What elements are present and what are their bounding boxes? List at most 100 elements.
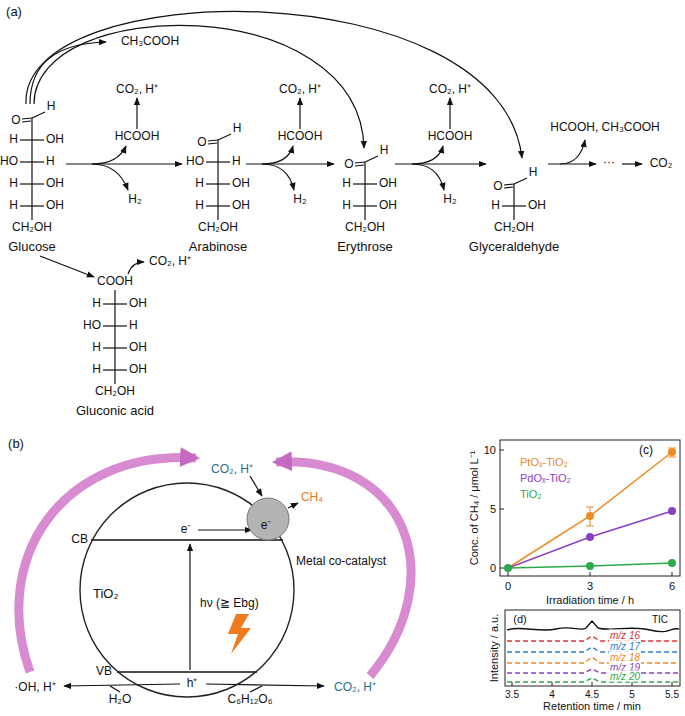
axis-title: Irradiation time / h: [546, 594, 634, 606]
chem-label: H₂O: [109, 693, 132, 706]
chem-label: HCOOH: [428, 130, 473, 143]
series-label: TiO₂: [520, 488, 542, 500]
bond-line: [208, 140, 218, 141]
chem-label: CO₂, H⁺: [334, 681, 376, 694]
oxidation-arrow: [206, 684, 324, 686]
bond-line: [22, 118, 32, 119]
vb-line: [117, 671, 257, 672]
axis-tick: 6: [669, 580, 675, 592]
pink-cycle-arrow: [276, 462, 411, 676]
atom-label: H: [47, 100, 56, 113]
bond-line: [355, 165, 364, 166]
charge-label: h⁺: [187, 677, 198, 690]
branch-arrow: [128, 262, 144, 274]
atom-label: O: [493, 180, 502, 193]
chem-label: CO₂, H⁺: [211, 463, 253, 476]
bond-line: [364, 162, 365, 220]
arc-arrow: [34, 25, 364, 148]
markers: [586, 507, 676, 541]
chem-label: H₂: [443, 193, 456, 206]
bond-line: [218, 134, 231, 140]
plot-frame: [505, 610, 680, 686]
chem-label: C₆H₁₂O₆: [227, 693, 272, 706]
branch-arrow: [412, 146, 443, 164]
group-label: CH₂OH: [95, 385, 135, 398]
atom-label: H: [195, 177, 204, 190]
axis-tick: 0: [490, 562, 496, 574]
atom-label: H: [342, 177, 351, 190]
compound-name: Erythrose: [337, 240, 393, 254]
trace-label: m/z 20: [609, 671, 641, 682]
bond-line: [504, 184, 514, 185]
chem-label: CH₄: [301, 491, 323, 504]
atom-label: H: [233, 122, 242, 135]
markers: [504, 559, 676, 572]
ion-traces: [507, 636, 679, 682]
chem-label: H₂: [293, 193, 306, 206]
error-bar: [586, 448, 676, 526]
bond-line: [513, 184, 514, 220]
photon-label: hν (≧ Ebg): [200, 597, 259, 610]
chart-c: [500, 440, 680, 576]
atom-label: H: [342, 199, 351, 212]
join-line: [110, 686, 262, 692]
compound-name: Glyceraldehyde: [469, 240, 559, 254]
panel-letter: (a): [6, 5, 22, 19]
atom-label: H: [129, 319, 138, 332]
trace-label: m/z 16: [609, 630, 641, 641]
bond-line: [504, 187, 513, 188]
pink-cycle-arrow: [19, 458, 196, 672]
group-label: COOH: [97, 275, 133, 288]
band-label: VB: [96, 665, 112, 678]
plot-frame: [500, 440, 680, 576]
axis-tick: 5.5: [665, 689, 679, 700]
band-diagram: [19, 458, 411, 692]
atom-label: H: [92, 341, 101, 354]
bond-line: [365, 156, 378, 162]
atom-label: OH: [379, 199, 397, 212]
electron-arrow: [198, 529, 252, 530]
atom-label: O: [197, 136, 206, 149]
oxidation-arrow: [64, 684, 180, 686]
chem-label: CH₃COOH: [121, 35, 179, 48]
compound-name: Glucose: [8, 240, 56, 254]
atom-label: OH: [129, 363, 147, 376]
atom-label: H: [92, 363, 101, 376]
axis-tick: 5: [490, 503, 496, 515]
axis-tick: 10: [484, 444, 496, 456]
panel-letter: (d): [513, 613, 526, 625]
branch-arrow: [560, 140, 585, 164]
branch-arrow: [262, 146, 293, 164]
branch-arrow: [299, 98, 300, 129]
atom-label: H: [9, 177, 18, 190]
bond-line: [22, 121, 31, 122]
series-label: PdOₓ-TiO₂: [520, 472, 571, 484]
chem-label: CO₂, H⁺: [429, 83, 471, 96]
atom-label: OH: [129, 341, 147, 354]
trace-label: m/z 17: [609, 641, 641, 652]
chem-label: HCOOH, CH₃COOH: [550, 121, 660, 134]
atom-label: H: [232, 155, 241, 168]
cocatalyst-dome-shape: [247, 498, 289, 540]
chem-label: ·OH, H⁺: [14, 681, 55, 694]
reaction-arrow: [40, 256, 94, 277]
atom-label: OH: [232, 199, 250, 212]
product-arrow: [288, 503, 298, 508]
group-label: CH₂OH: [345, 221, 385, 234]
reaction-arrow: [395, 163, 486, 164]
compound-name: Gluconic acid: [76, 404, 154, 418]
trace-label: TIC: [652, 614, 668, 625]
atom-label: OH: [528, 199, 546, 212]
bond-line: [217, 140, 218, 220]
atom-label: OH: [129, 297, 147, 310]
chem-label: CO₂, H⁺: [116, 83, 158, 96]
atom-label: OH: [232, 177, 250, 190]
axis-tick: 5: [629, 689, 635, 700]
group-label: CH₂OH: [198, 221, 238, 234]
bond-line: [355, 162, 365, 163]
atom-label: OH: [379, 177, 397, 190]
atom-label: HO: [186, 155, 204, 168]
reaction-arrow: [66, 163, 182, 164]
panel-letter: (c): [639, 444, 653, 457]
atom-label: HO: [0, 155, 18, 168]
